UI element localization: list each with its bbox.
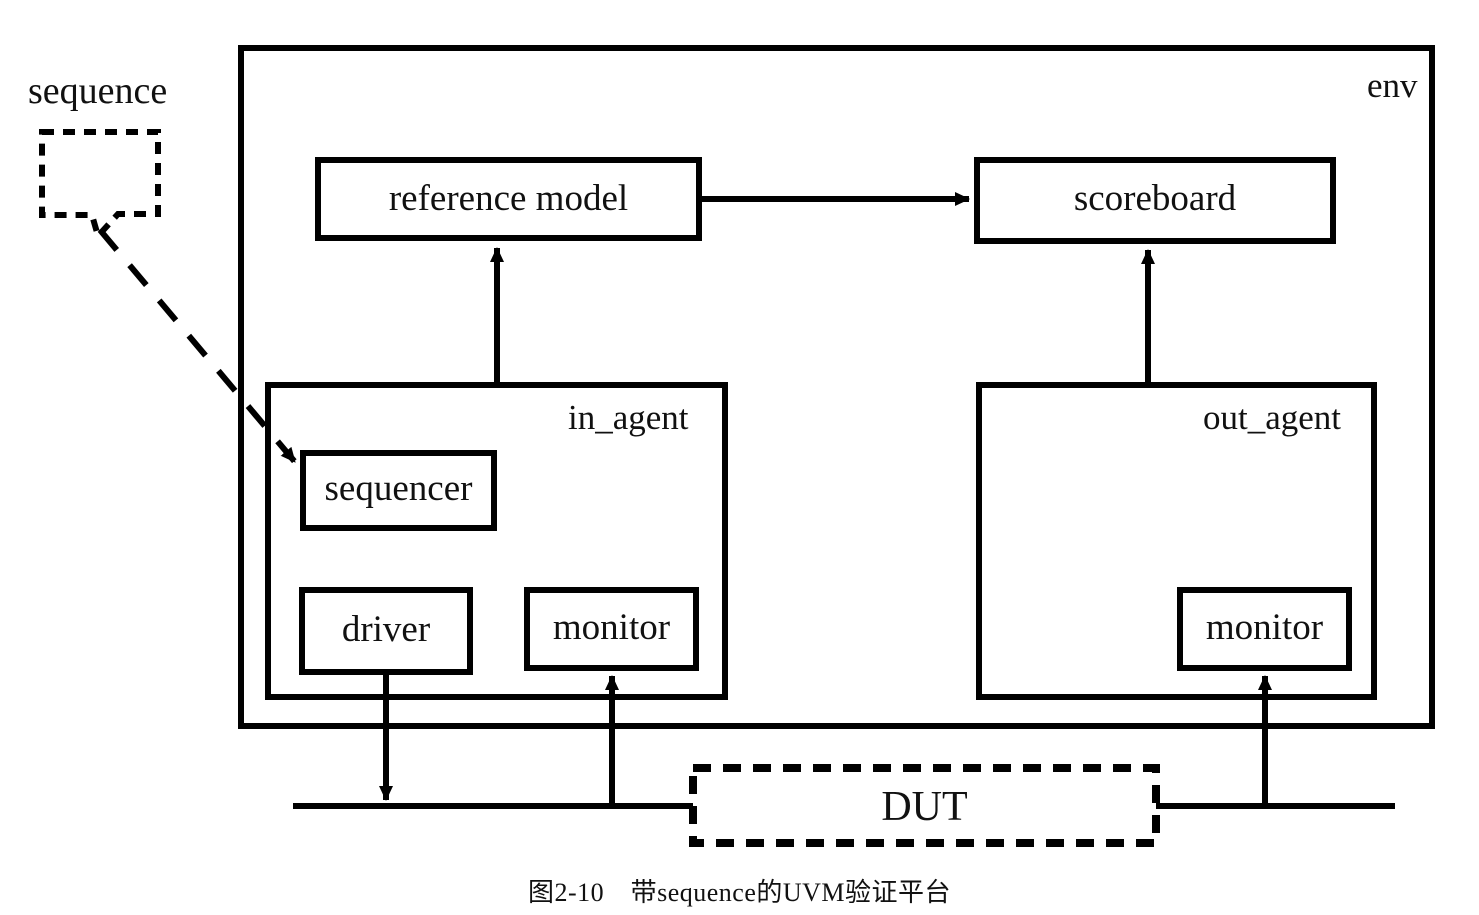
sequencer-label: sequencer — [324, 468, 473, 509]
dut-box — [689, 764, 1160, 847]
out-agent-label: out_agent — [1203, 398, 1342, 437]
reference-model-label: reference model — [388, 178, 629, 219]
dut-label: DUT — [881, 784, 968, 830]
out-agent-monitor-box — [1177, 587, 1352, 671]
in-agent-monitor-box — [524, 587, 699, 671]
scoreboard-label: scoreboard — [1073, 178, 1237, 219]
out-agent-container — [976, 382, 1377, 700]
driver-label: driver — [341, 609, 431, 650]
sequence-callout-label: sequence — [28, 70, 168, 112]
in-agent-monitor-label: monitor — [552, 607, 671, 648]
out-agent-monitor-label: monitor — [1205, 607, 1324, 648]
sequence-leader-line — [97, 228, 298, 464]
sequence-callout-shape — [39, 129, 161, 243]
sequencer-box — [300, 450, 497, 531]
env-container — [238, 45, 1435, 729]
reference-model-box — [315, 157, 702, 241]
scoreboard-box — [974, 157, 1336, 244]
env-label: env — [1367, 66, 1418, 105]
figure-caption: 图2-10 带sequence的UVM验证平台 — [527, 878, 952, 907]
in-agent-label: in_agent — [568, 398, 689, 437]
